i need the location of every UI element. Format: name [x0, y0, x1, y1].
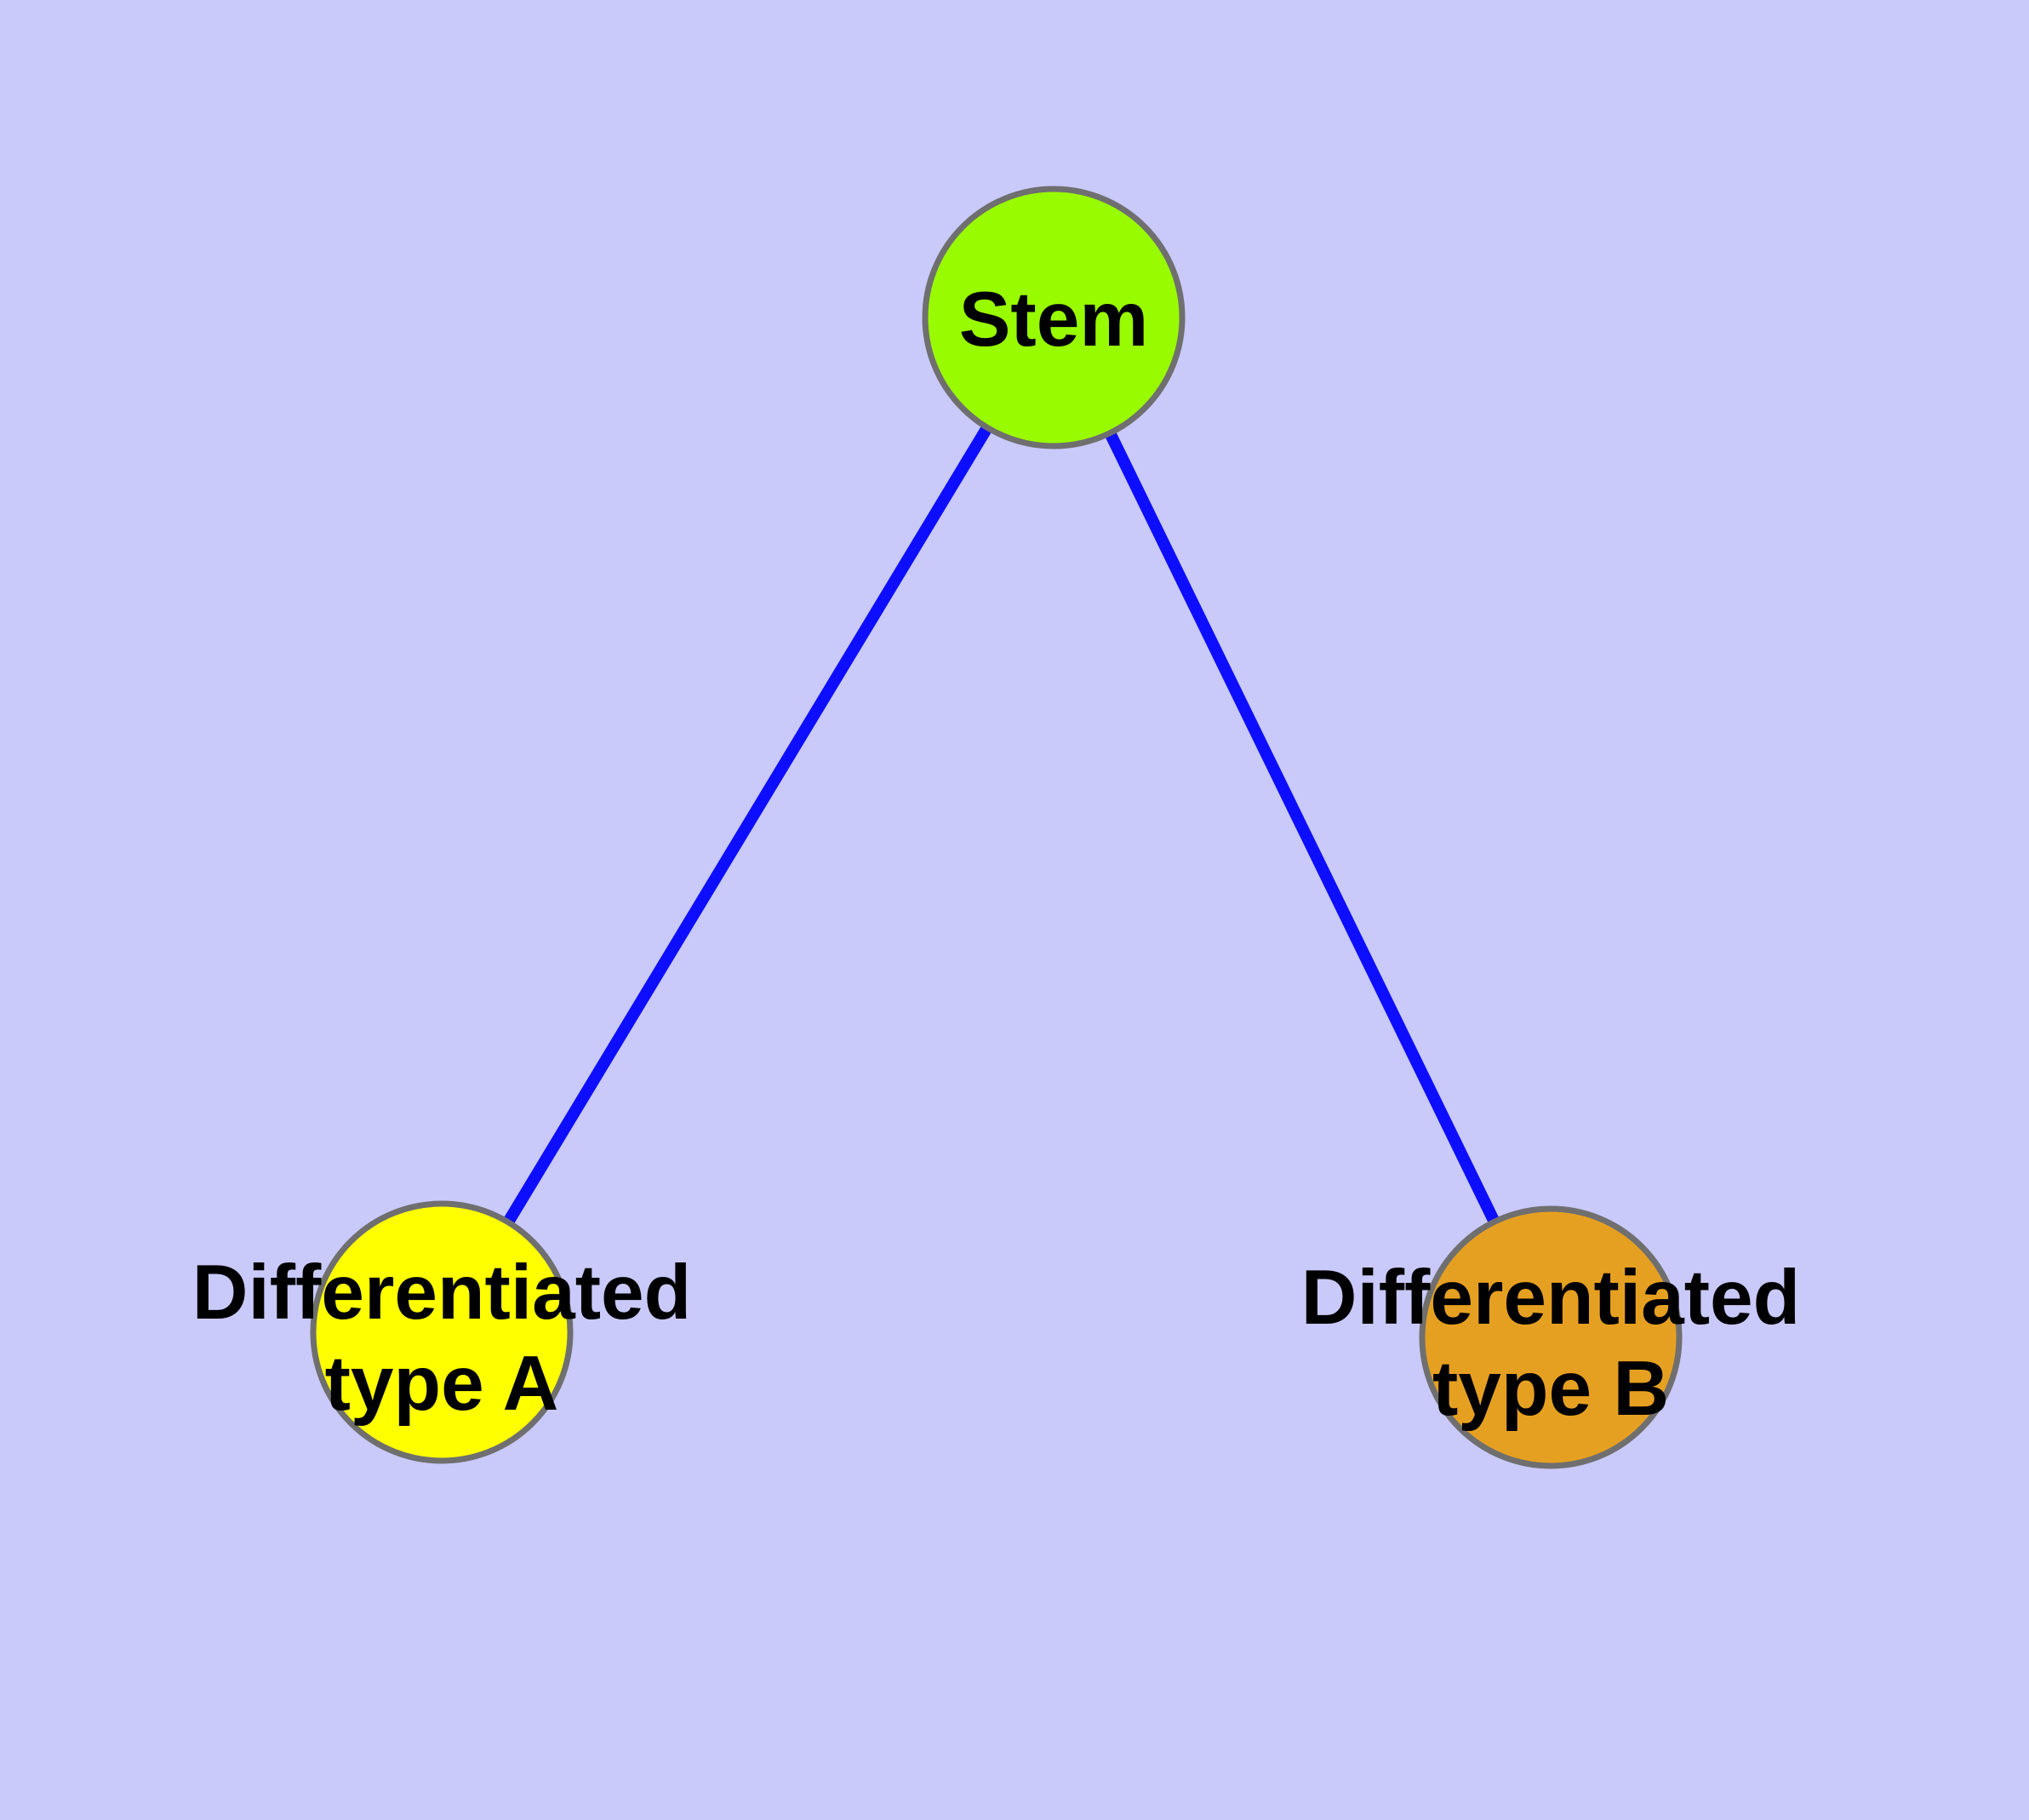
node-type-b-circle [1419, 1205, 1683, 1469]
edge-stem-to-type-a [437, 314, 1059, 1336]
node-type-a-label-line2: type A [325, 1341, 559, 1427]
node-stem-label: Stem [959, 277, 1149, 363]
node-type-b-label-line1: Differentiated [1301, 1255, 1801, 1341]
node-differentiated-type-a: Differentiated type A [192, 1200, 692, 1464]
node-stem: Stem [922, 186, 1186, 449]
node-type-b-label-line2: type B [1432, 1346, 1669, 1432]
node-type-a-circle [310, 1200, 574, 1464]
node-type-a-label-line1: Differentiated [192, 1250, 692, 1336]
node-differentiated-type-b: Differentiated type B [1301, 1205, 1801, 1469]
node-stem-circle [922, 186, 1186, 449]
edge-stem-to-type-b [1048, 314, 1557, 1341]
